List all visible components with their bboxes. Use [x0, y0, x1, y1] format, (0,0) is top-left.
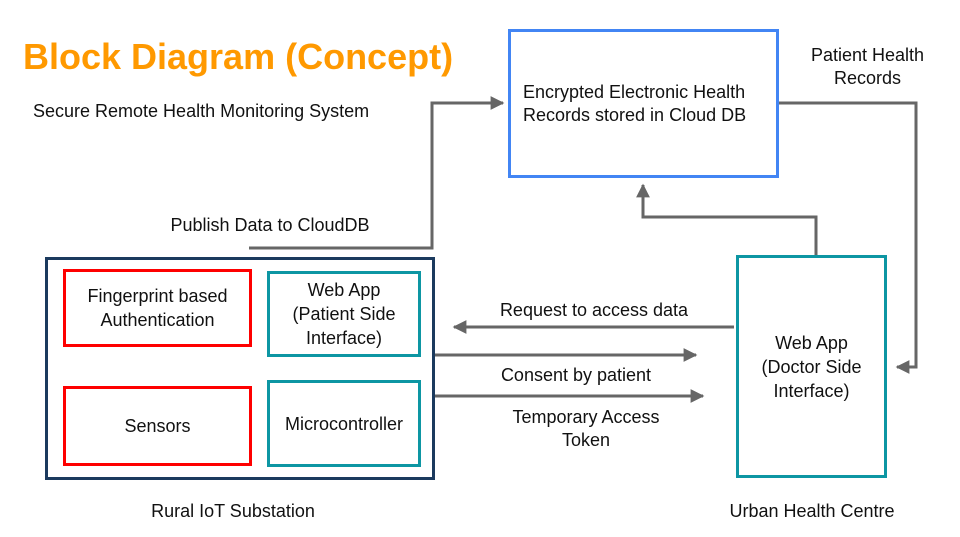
- cloud-db-box: Encrypted Electronic Health Records stor…: [508, 29, 779, 178]
- webapp-patient-label: Web App (Patient Side Interface): [292, 280, 396, 348]
- diagram-subtitle: Secure Remote Health Monitoring System: [33, 101, 370, 121]
- block-fingerprint-auth: Fingerprint based Authentication: [63, 269, 252, 347]
- fingerprint-auth-label: Fingerprint based Authentication: [87, 286, 228, 330]
- webapp-doctor-box: Web App (Doctor Side Interface): [736, 255, 887, 478]
- label-consent: Consent by patient: [500, 365, 652, 385]
- sensors-label: Sensors: [124, 416, 191, 436]
- label-urban-health-centre: Urban Health Centre: [729, 501, 895, 521]
- cloud-db-label: Encrypted Electronic Health Records stor…: [523, 81, 747, 125]
- microcontroller-label: Microcontroller: [284, 413, 404, 434]
- block-webapp-patient: Web App (Patient Side Interface): [267, 271, 421, 357]
- webapp-doctor-label: Web App (Doctor Side Interface): [761, 332, 862, 401]
- block-microcontroller: Microcontroller: [267, 380, 421, 467]
- connector-doctor-to-cloud-db: [636, 183, 818, 256]
- label-patient-health-records: Patient Health Records: [810, 45, 925, 88]
- label-publish-data: Publish Data to CloudDB: [170, 215, 370, 235]
- label-temporary-token: Temporary Access Token: [512, 407, 660, 450]
- diagram-title: Block Diagram (Concept): [23, 36, 454, 77]
- label-rural-iot-substation: Rural IoT Substation: [151, 501, 315, 521]
- label-request-access: Request to access data: [499, 300, 689, 320]
- block-sensors: Sensors: [63, 386, 252, 466]
